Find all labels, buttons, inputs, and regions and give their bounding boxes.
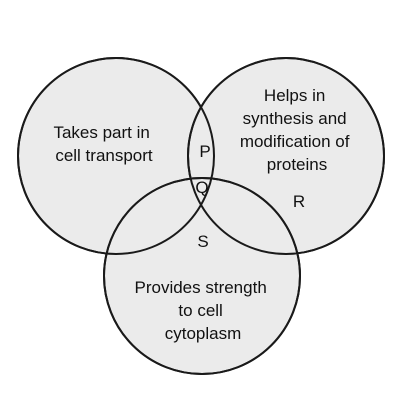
circle-bottom-text: Provides strength to cell cytoplasm (134, 278, 271, 343)
region-p-label: P (199, 142, 210, 161)
circle-right-line: Helps in (264, 86, 325, 105)
circle-right-line: modification of (240, 132, 350, 151)
circle-left-line: cell transport (55, 146, 153, 165)
circle-left-outline (17, 57, 215, 255)
circle-right-text: Helps in synthesis and modification of p… (240, 86, 354, 174)
region-s-label: S (197, 232, 208, 251)
circle-left-text: Takes part in cell transport (53, 123, 154, 165)
circle-bottom-line: to cell (178, 301, 222, 320)
circle-right-outline (187, 57, 385, 255)
circle-left-line: Takes part in (53, 123, 149, 142)
region-r-label: R (293, 192, 305, 211)
circle-right-line: synthesis and (243, 109, 347, 128)
circle-bottom-line: cytoplasm (165, 324, 242, 343)
circle-bottom-line: Provides strength (134, 278, 266, 297)
circle-right-line: proteins (267, 155, 327, 174)
circle-bottom-outline (103, 177, 301, 375)
region-q-label: Q (195, 178, 208, 197)
